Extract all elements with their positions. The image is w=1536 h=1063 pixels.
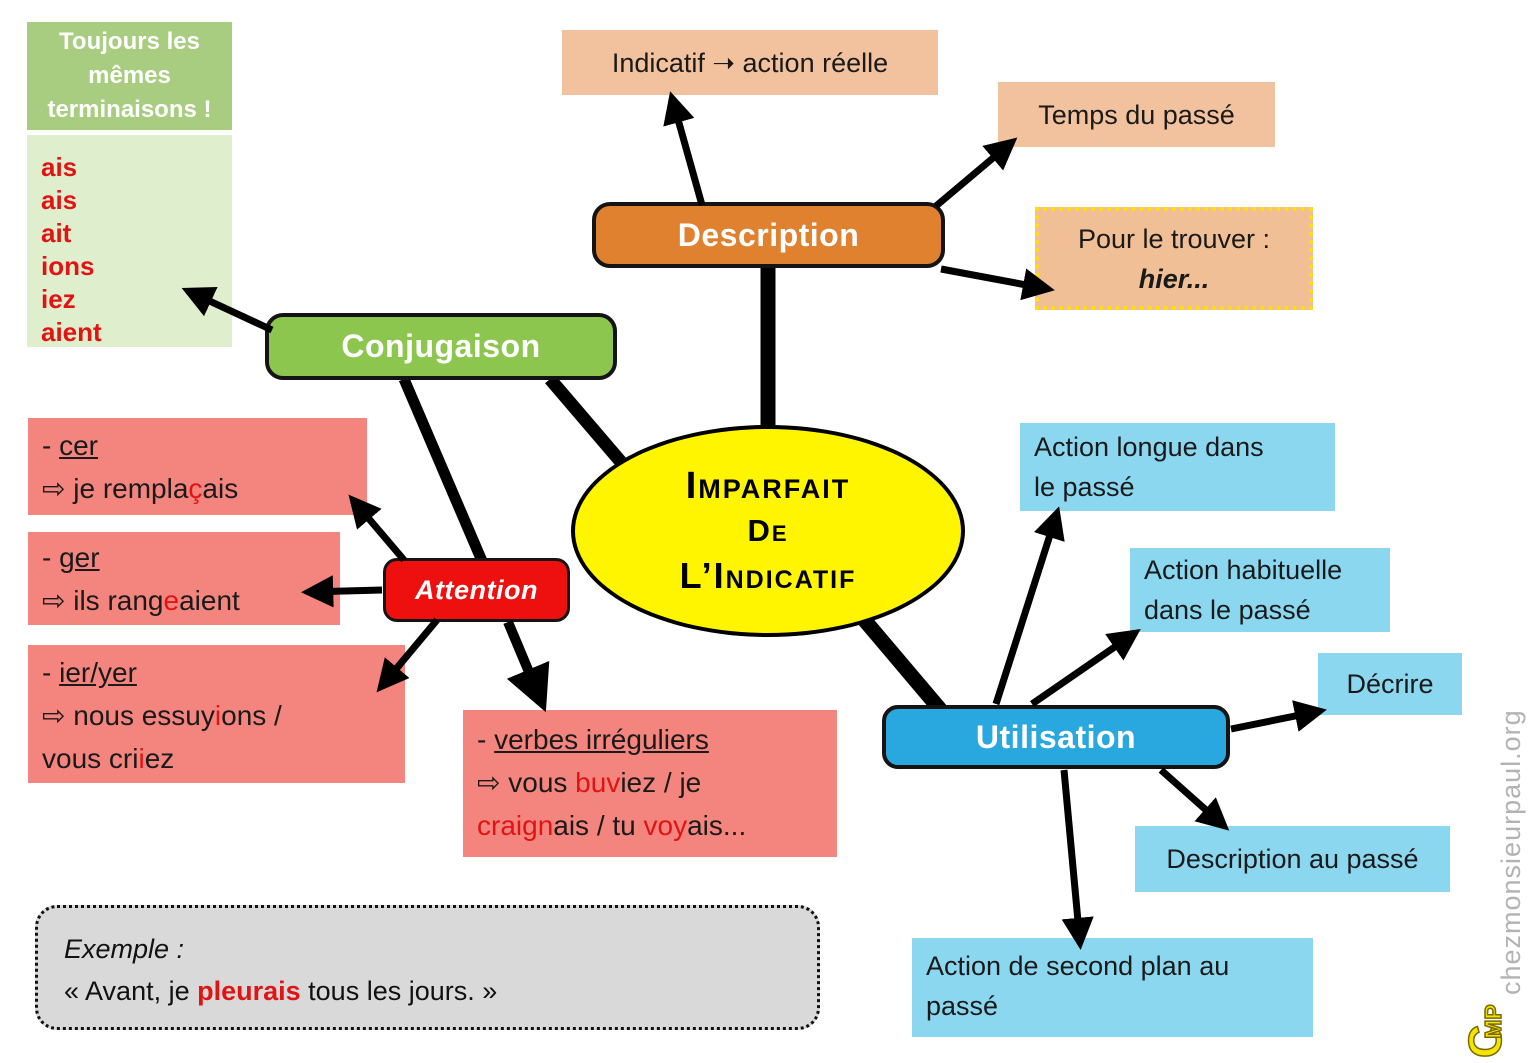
ending-item: iez (41, 284, 76, 314)
rule-irreguliers-example2: craignais / tu voyais... (477, 810, 747, 841)
ending-item: ais (41, 185, 78, 215)
rule-ger-head: - ger (42, 542, 100, 573)
rule-ger-box: - ger ⇨ ils rangeaient (28, 532, 340, 625)
rule-ieryer-box: - ier/yer ⇨ nous essuyions / vous criiez (28, 645, 405, 783)
exemple-sentence: « Avant, je pleurais tous les jours. » (64, 976, 498, 1006)
action-second-plan-line1: Action de second plan au (926, 951, 1230, 981)
arrow-description-trouver (940, 265, 1055, 301)
central-topic-line1: Imparfait (685, 465, 851, 507)
rule-irreguliers-box: - verbes irréguliers ⇨ vous buviez / je … (463, 710, 837, 857)
description-node-label: Description (677, 216, 860, 253)
central-topic-ellipse: Imparfait De L’Indicatif (571, 425, 965, 637)
terminaisons-title-line: Toujours les (59, 28, 200, 55)
attention-node-label: Attention (415, 574, 538, 605)
decrire-box: Décrire (1318, 653, 1462, 715)
action-habituelle-box: Action habituelle dans le passé (1130, 548, 1390, 632)
description-au-passe-box: Description au passé (1135, 826, 1450, 892)
action-habituelle-line1: Action habituelle (1144, 555, 1343, 585)
ending-item: aient (41, 317, 102, 347)
arrow-utilisation-decrire (1230, 700, 1327, 733)
arrow-description-temps (933, 137, 1018, 209)
exemple-label: Exemple : (64, 934, 185, 964)
ending-item: ions (41, 251, 95, 281)
arrow-description-indicatif (663, 91, 706, 206)
rule-cer-head: - cer (42, 430, 99, 461)
arrow-attention-irreguliers (503, 620, 550, 713)
pour-le-trouver-line2: hier... (1138, 263, 1210, 294)
rule-ieryer-example2: vous criiez (42, 743, 175, 774)
ending-item: ais (41, 152, 78, 182)
arrow-utilisation-description-passe (1158, 767, 1230, 831)
indicatif-action-reelle-label: Indicatif ➝ action réelle (611, 47, 889, 78)
temps-du-passe-box: Temps du passé (998, 82, 1275, 147)
connector-center-utilisation (850, 605, 950, 719)
site-logo: CMP (1458, 1004, 1512, 1059)
attention-node: Attention (383, 558, 570, 622)
utilisation-node: Utilisation (882, 705, 1230, 769)
site-logo-mp: MP (1479, 1004, 1507, 1040)
action-longue-line1: Action longue dans (1034, 432, 1264, 462)
central-topic-line2: De (747, 513, 789, 548)
terminaisons-list-box: ais ais ait ions iez aient (27, 135, 232, 347)
rule-ieryer-example1: ⇨ nous essuyions / (42, 700, 282, 731)
action-habituelle-line2: dans le passé (1144, 595, 1311, 625)
rule-cer-box: - cer ⇨ je remplaçais (28, 418, 367, 515)
action-second-plan-box: Action de second plan au passé (912, 938, 1313, 1037)
description-node: Description (592, 202, 945, 268)
terminaisons-title-line: terminaisons ! (47, 96, 212, 123)
rule-irreguliers-example1: ⇨ vous buviez / je (477, 767, 702, 798)
pour-le-trouver-box: Pour le trouver : hier... (1035, 207, 1313, 310)
watermark-text: chezmonsieurpaul.org (1496, 709, 1526, 995)
action-longue-line2: le passé (1034, 472, 1135, 502)
decrire-label: Décrire (1346, 669, 1434, 699)
action-longue-box: Action longue dans le passé (1020, 423, 1335, 511)
conjugaison-node: Conjugaison (265, 313, 617, 380)
action-second-plan-line2: passé (926, 991, 999, 1021)
conjugaison-node-label: Conjugaison (341, 328, 541, 364)
arrow-utilisation-habituelle (1030, 629, 1141, 707)
arrow-utilisation-longue (992, 506, 1065, 706)
rule-cer-example: ⇨ je remplaçais (42, 473, 239, 504)
arrow-utilisation-second-plan (1060, 769, 1094, 950)
exemple-box: Exemple : « Avant, je pleurais tous les … (35, 905, 820, 1030)
rule-ger-example: ⇨ ils rangeaient (42, 585, 240, 616)
terminaisons-title-line: mêmes (88, 62, 171, 89)
utilisation-node-label: Utilisation (975, 718, 1137, 755)
rule-irreguliers-head: - verbes irréguliers (477, 724, 709, 755)
description-au-passe-label: Description au passé (1166, 844, 1419, 874)
ending-item: ait (41, 218, 72, 248)
temps-du-passe-label: Temps du passé (1038, 99, 1235, 130)
indicatif-action-reelle-box: Indicatif ➝ action réelle (562, 30, 938, 95)
rule-ieryer-head: - ier/yer (42, 657, 137, 688)
pour-le-trouver-line1: Pour le trouver : (1077, 223, 1271, 254)
terminaisons-title-box: Toujours les mêmes terminaisons ! (27, 22, 232, 130)
central-topic-line3: L’Indicatif (679, 555, 857, 596)
